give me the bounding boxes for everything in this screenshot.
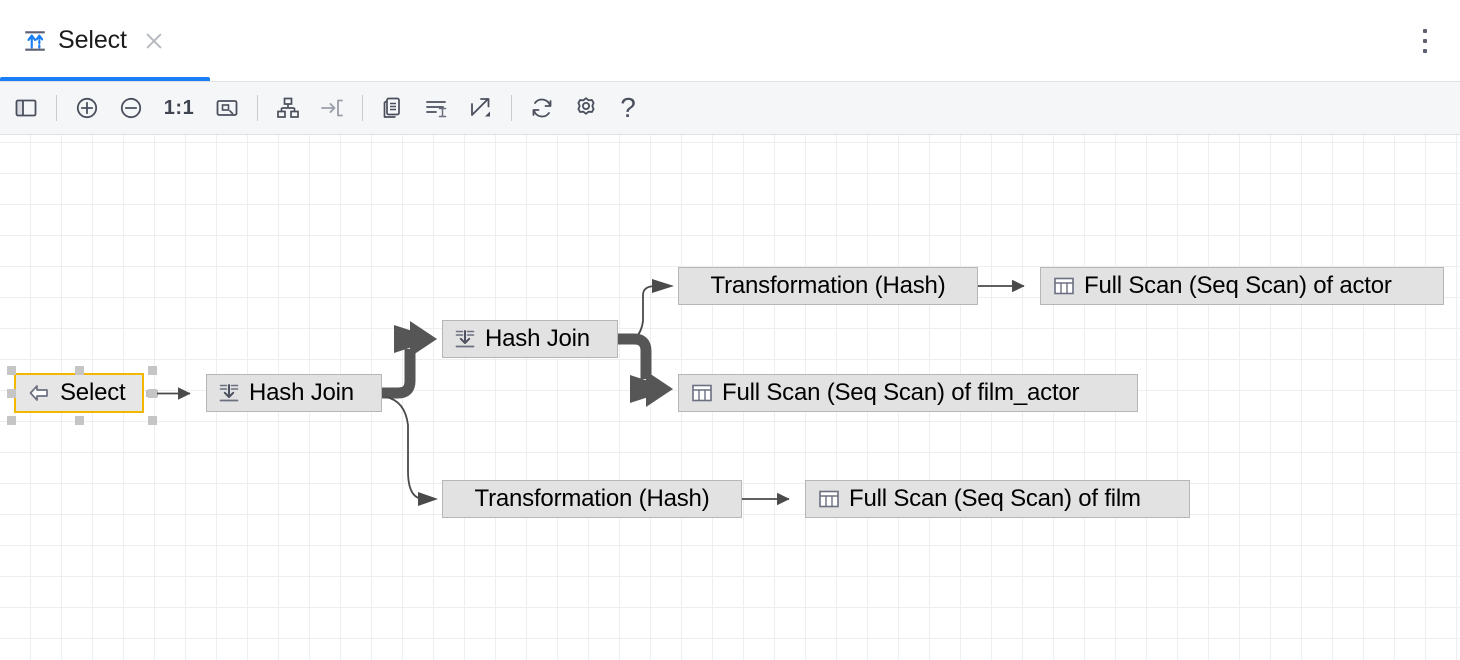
node-full-scan-film[interactable]: Full Scan (Seq Scan) of film [805,480,1190,518]
node-hash-join-2[interactable]: Hash Join [442,320,618,358]
table-icon [692,384,712,402]
actual-size-button[interactable]: 1:1 [158,91,200,125]
copy-document-icon [383,97,400,118]
node-transformation-hash-1-label: Transformation (Hash) [710,272,946,299]
node-hash-join-1-label: Hash Join [249,379,354,406]
tab-bar: Select [0,0,1460,82]
tab-select[interactable]: Select [0,0,210,81]
zoom-out-icon [120,97,142,119]
question-mark-icon: ? [620,92,636,123]
selection-handle-nw[interactable] [7,366,16,375]
export-button[interactable] [464,91,498,125]
tab-active-indicator [0,77,210,81]
settings-button[interactable] [569,91,603,125]
table-icon [1054,277,1074,295]
close-icon[interactable] [143,30,165,52]
arrow-to-bracket-icon [321,99,343,117]
selection-handle-n[interactable] [75,366,84,375]
toolbar-separator-2 [257,95,258,121]
kebab-dot-2 [1423,39,1427,43]
node-select-label: Select [60,379,126,406]
node-transformation-hash-2[interactable]: Transformation (Hash) [442,480,742,518]
help-button[interactable]: ? [613,91,643,125]
selection-handle-se[interactable] [148,416,157,425]
export-arrow-icon [471,98,490,117]
show-labels-button[interactable] [420,91,454,125]
selection-handle-w[interactable] [7,389,16,398]
selection-handle-sw[interactable] [7,416,16,425]
fit-screen-icon [216,100,238,116]
copy-button[interactable] [376,91,410,125]
node-full-scan-actor-label: Full Scan (Seq Scan) of actor [1084,272,1392,299]
node-hash-join-1[interactable]: Hash Join [206,374,382,412]
node-select[interactable]: Select [14,373,144,413]
hierarchy-layout-icon [277,97,299,118]
zoom-out-button[interactable] [114,91,148,125]
diagram-canvas[interactable]: Select Hash Join Hash Join Transformatio… [0,135,1460,660]
node-full-scan-film-actor-label: Full Scan (Seq Scan) of film_actor [722,379,1080,406]
kebab-dot-1 [1423,29,1427,33]
node-transformation-hash-1[interactable]: Transformation (Hash) [678,267,978,305]
hash-join-icon [455,330,475,348]
toolbar-separator-3 [362,95,363,121]
arrow-to-bracket-button[interactable] [315,91,349,125]
zoom-in-button[interactable] [70,91,104,125]
selection-handle-s[interactable] [75,416,84,425]
arrow-left-icon [29,385,48,401]
actual-size-label: 1:1 [163,96,195,119]
hash-join-icon [219,384,239,402]
refresh-icon [532,98,552,118]
zoom-in-icon [76,97,98,119]
edge-hashjoin1-to-transform2 [385,396,438,506]
table-icon [819,490,839,508]
select-query-icon [25,30,45,51]
panel-left-icon [15,99,37,117]
edge-hashjoin2-to-scan-filmactor [618,333,673,407]
fit-screen-button[interactable] [210,91,244,125]
node-transformation-hash-2-label: Transformation (Hash) [474,485,710,512]
node-full-scan-film-label: Full Scan (Seq Scan) of film [849,485,1141,512]
tab-label: Select [58,26,127,54]
selection-handle-e[interactable] [148,389,157,398]
node-full-scan-actor[interactable]: Full Scan (Seq Scan) of actor [1040,267,1444,305]
refresh-button[interactable] [525,91,559,125]
edge-hashjoin2-to-transform1 [617,279,674,344]
node-full-scan-film-actor[interactable]: Full Scan (Seq Scan) of film_actor [678,374,1138,412]
kebab-dot-3 [1423,49,1427,53]
hierarchy-layout-button[interactable] [271,91,305,125]
toolbar-separator-4 [511,95,512,121]
node-hash-join-2-label: Hash Join [485,325,590,352]
selection-handle-ne[interactable] [148,366,157,375]
diagram-toolbar: 1:1 [0,82,1460,135]
text-caret-icon [426,101,447,118]
edge-hashjoin1-to-hashjoin2 [382,321,437,399]
gear-icon [577,97,595,115]
toggle-sidebar-button[interactable] [9,91,43,125]
more-vertical-icon[interactable] [1412,27,1438,55]
toolbar-separator-1 [56,95,57,121]
